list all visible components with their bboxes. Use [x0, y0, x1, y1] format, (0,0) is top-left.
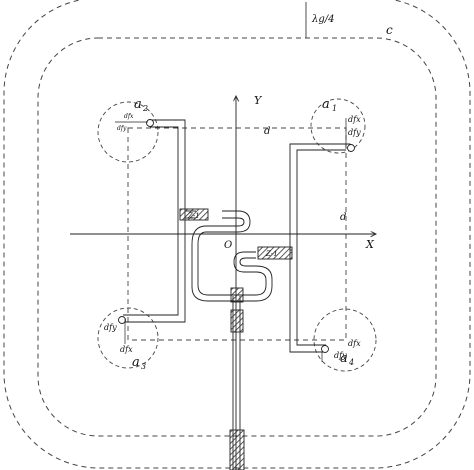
element-a2-circle — [97, 101, 159, 163]
element-a1-sub: 1 — [332, 104, 337, 113]
spacing-d-vertical-label: d — [340, 212, 346, 223]
trace-right-outer — [289, 143, 351, 353]
x-axis-label: X — [365, 238, 375, 251]
element-a4-circle — [313, 308, 377, 372]
feed-transformer — [230, 287, 244, 303]
resistor-lower — [257, 246, 293, 260]
a2-dfy-label: dfy — [117, 125, 127, 132]
spacing-d-horizontal-label: d — [264, 126, 270, 137]
element-a4-sub: 4 — [348, 358, 354, 367]
a1-dfx-label: dfx — [348, 115, 361, 124]
y-axis-label: Y — [254, 94, 263, 107]
quarter-wave-label: λg/4 — [311, 14, 334, 25]
resistor-upper — [179, 208, 209, 221]
inner-ground-boundary — [37, 37, 437, 437]
region-c-label: c — [386, 23, 393, 37]
element-a3-circle — [97, 307, 159, 369]
a4-dfy-label: dfy — [334, 351, 347, 360]
element-a2-label: a — [134, 97, 142, 112]
trace-left-inner — [123, 126, 179, 316]
trace-right-inner — [296, 149, 346, 346]
meander-outer — [197, 210, 267, 296]
a1-dfy-label: dfy — [348, 128, 361, 137]
port-a4 — [321, 345, 329, 353]
element-a4-label: a — [340, 351, 348, 366]
port-a3 — [118, 316, 126, 324]
a2-dfx-label: dfx — [124, 113, 134, 120]
a3-dfx-label: dfx — [120, 345, 133, 354]
element-a1-circle — [310, 98, 366, 154]
port-a2 — [146, 119, 154, 127]
element-a3-sub: 3 — [141, 362, 146, 371]
feed-section-mid — [230, 309, 244, 333]
origin-label: O — [224, 240, 232, 251]
trace-left-outer — [123, 119, 186, 323]
feed-section-bottom — [229, 429, 245, 470]
element-a3-label: a — [132, 355, 140, 370]
resistor-lower-mark: Z-1 — [265, 250, 278, 258]
offset-dimension-ticks — [115, 118, 347, 362]
a4-dfx-label: dfx — [348, 339, 361, 348]
port-a1 — [347, 144, 355, 152]
a3-dfy-label: dfy — [104, 323, 117, 332]
element-a2-sub: 2 — [142, 104, 148, 113]
element-a1-label: a — [322, 97, 330, 112]
resistor-upper-mark: Z-1 — [187, 212, 200, 220]
